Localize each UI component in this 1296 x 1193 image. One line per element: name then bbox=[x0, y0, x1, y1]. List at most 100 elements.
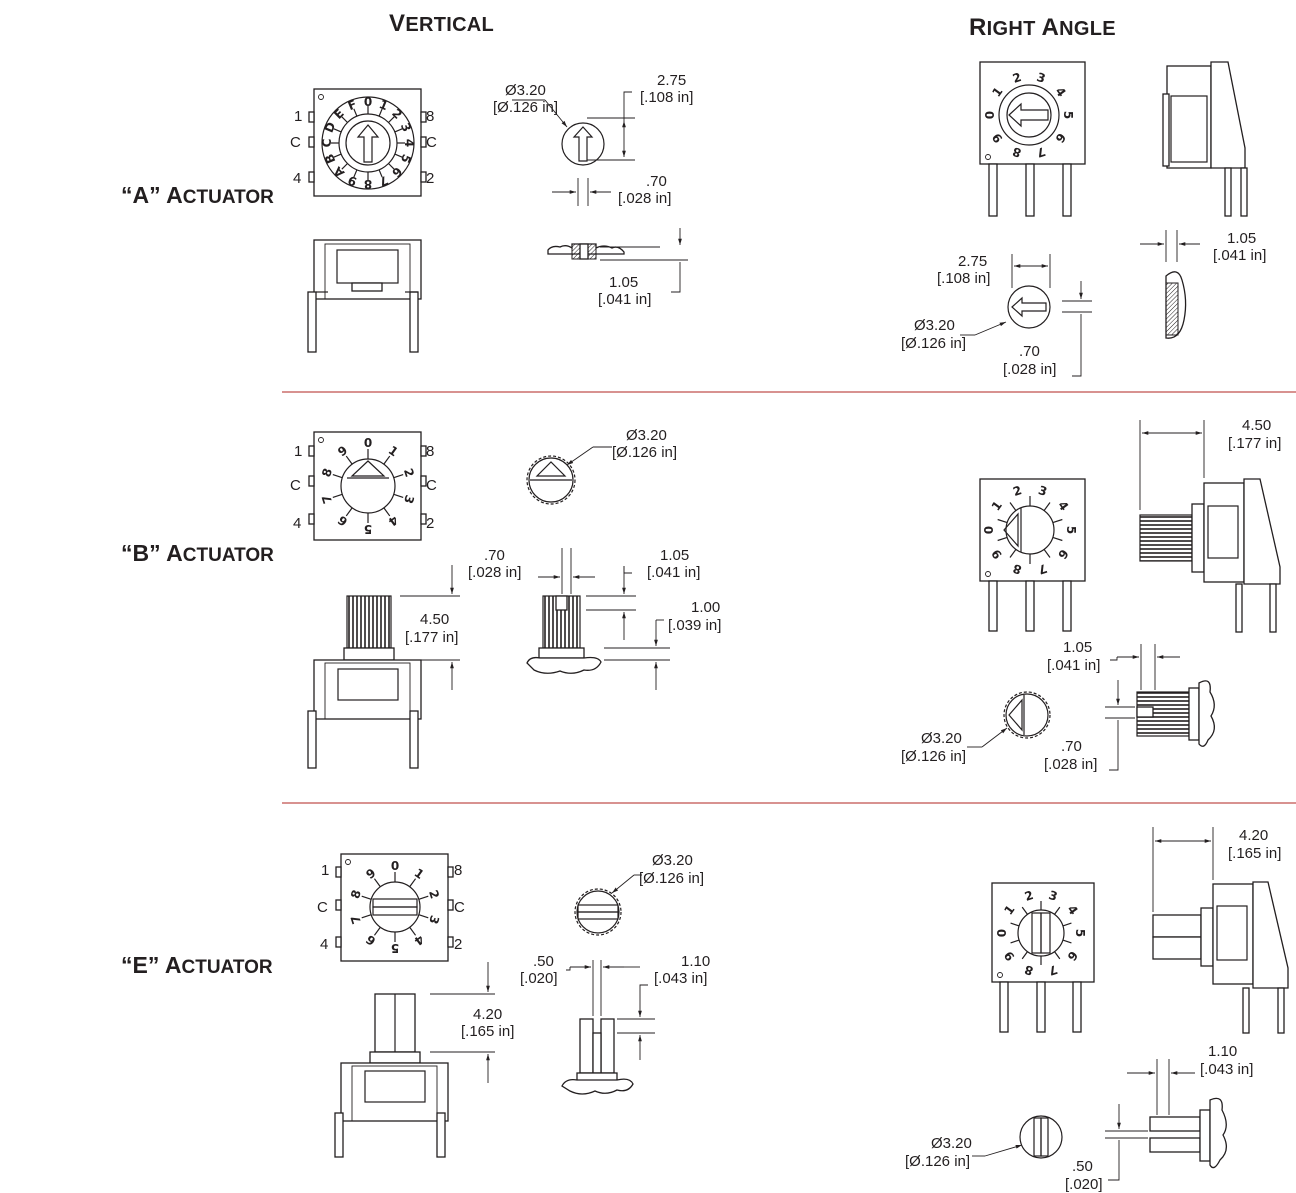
b-pin-label-1: 1 bbox=[294, 443, 302, 460]
e-r-110-label: 1.10 bbox=[1208, 1043, 1237, 1060]
b-v-450-in-label: [.177 in] bbox=[405, 629, 458, 646]
dial-tick bbox=[345, 455, 353, 465]
dial-digit: 0 bbox=[983, 111, 997, 119]
pin-label-c: C bbox=[290, 134, 301, 151]
e-pin-label-c: C bbox=[317, 899, 328, 916]
b-v-450-label: 4.50 bbox=[420, 611, 449, 628]
a-vertical-actuator-detail bbox=[512, 91, 688, 293]
dial-digit: 2 bbox=[1023, 888, 1035, 904]
dial-tick bbox=[418, 895, 429, 900]
b-v-105-in-label: [.041 in] bbox=[647, 564, 700, 581]
e-vertical-actuator-top-detail bbox=[574, 874, 642, 936]
b-vertical-actuator-top-detail bbox=[526, 446, 612, 505]
a-r-105-label: 1.05 bbox=[1227, 230, 1256, 247]
e-pin-label-1: 1 bbox=[321, 862, 329, 879]
dial-digit: 2 bbox=[401, 467, 417, 479]
dial-digit: 0 bbox=[391, 859, 399, 873]
dial-tick bbox=[1021, 906, 1028, 915]
dial-digit: 8 bbox=[364, 177, 372, 191]
dial-digit: 5 bbox=[391, 941, 399, 955]
dial-tick bbox=[1010, 939, 1020, 944]
b-r-105-in-label: [.041 in] bbox=[1047, 657, 1100, 674]
dial-digit: 3 bbox=[401, 493, 417, 505]
dial-tick bbox=[1052, 536, 1063, 542]
e-r-420-in-label: [.165 in] bbox=[1228, 845, 1281, 862]
e-v-050-label: .50 bbox=[533, 953, 554, 970]
dial-digit: 5 bbox=[1073, 929, 1087, 937]
a-r-275-in-label: [.108 in] bbox=[937, 270, 990, 287]
dial-digit: 8 bbox=[348, 888, 364, 900]
dial-tick bbox=[361, 914, 372, 919]
dial-digit: 2 bbox=[426, 888, 442, 900]
b-v-105-label: 1.05 bbox=[660, 547, 689, 564]
e-v-110-in-label: [.043 in] bbox=[654, 970, 707, 987]
e-v-420-label: 4.20 bbox=[473, 1006, 502, 1023]
a-r-105-in-label: [.041 in] bbox=[1213, 247, 1266, 264]
dial-tick bbox=[393, 473, 404, 479]
dial-digit: 3 bbox=[1037, 483, 1049, 499]
b-v-dia-in-label: [Ø.126 in] bbox=[612, 444, 677, 461]
a-v-dia-label: Ø3.20 bbox=[505, 82, 546, 99]
dial-tick bbox=[409, 878, 417, 888]
pin-label-c-right: C bbox=[426, 134, 437, 151]
a-v-105-in-label: [.041 in] bbox=[598, 291, 651, 308]
e-r-dia-label: Ø3.20 bbox=[931, 1135, 972, 1152]
a-r-275-label: 2.75 bbox=[958, 253, 987, 270]
row-label-a-actuator: “A” ACTUATOR bbox=[121, 182, 274, 208]
dial-tick bbox=[353, 108, 358, 117]
dial-digit: 8 bbox=[319, 467, 335, 479]
b-r-450-in-label: [.177 in] bbox=[1228, 435, 1281, 452]
dial-digit: 8 bbox=[1011, 144, 1023, 160]
dial-tick bbox=[332, 493, 343, 499]
b-r-450-label: 4.50 bbox=[1242, 417, 1271, 434]
dial-tick bbox=[341, 116, 348, 123]
e-vertical-actuator-side-detail bbox=[561, 960, 655, 1095]
dial-tick bbox=[1052, 518, 1063, 524]
pin-label-8: 8 bbox=[426, 108, 434, 125]
a-r-dia-in-label: [Ø.126 in] bbox=[901, 335, 966, 352]
dial-tick bbox=[383, 507, 391, 517]
b-vertical-side-view bbox=[307, 565, 460, 769]
a-v-275-label: 2.75 bbox=[657, 72, 686, 89]
dial-digit: 7 bbox=[348, 914, 364, 926]
dial-tick bbox=[394, 153, 403, 158]
dial-tick bbox=[394, 128, 403, 133]
dial-digit: 7 bbox=[1047, 962, 1059, 978]
dial-digit: 3 bbox=[1035, 70, 1047, 86]
e-r-420-label: 4.20 bbox=[1239, 827, 1268, 844]
a-v-070-in-label: [.028 in] bbox=[618, 190, 671, 207]
b-r-070-label: .70 bbox=[1061, 738, 1082, 755]
e-v-050-in-label: [.020] bbox=[520, 970, 558, 987]
dial-digit: 8 bbox=[1023, 962, 1035, 978]
dial-digit: 5 bbox=[1064, 526, 1078, 534]
dial-tick bbox=[1009, 549, 1017, 558]
dial-tick bbox=[333, 128, 342, 133]
dial-tick bbox=[332, 473, 343, 479]
dial-digit: 0 bbox=[364, 95, 372, 109]
b-pin-label-4: 4 bbox=[293, 515, 301, 532]
dial-digit: 2 bbox=[1011, 70, 1023, 86]
b-vertical-actuator-side-detail bbox=[526, 548, 670, 690]
dial-tick bbox=[383, 455, 391, 465]
e-r-050-in-label: [.020] bbox=[1065, 1176, 1103, 1193]
b-right-angle-actuator-detail bbox=[967, 644, 1215, 771]
dial-tick bbox=[373, 878, 381, 888]
dial-tick bbox=[1043, 549, 1051, 558]
dial-digit: 3 bbox=[1047, 888, 1059, 904]
dial-digit: 7 bbox=[319, 493, 335, 505]
b-right-angle-side-view bbox=[1139, 420, 1281, 633]
e-pin-label-4: 4 bbox=[320, 936, 328, 953]
e-r-050-label: .50 bbox=[1072, 1158, 1093, 1175]
dial-tick bbox=[1021, 951, 1028, 960]
dial-tick bbox=[373, 926, 381, 936]
dial-digit: 2 bbox=[1011, 483, 1023, 499]
pin-label-2: 2 bbox=[426, 170, 434, 187]
a-vertical-side-view bbox=[307, 239, 422, 353]
e-vertical-side-view bbox=[334, 962, 495, 1158]
a-r-070-label: .70 bbox=[1019, 343, 1040, 360]
pin-label-1: 1 bbox=[294, 108, 302, 125]
b-v-dia-label: Ø3.20 bbox=[626, 427, 667, 444]
e-r-dia-in-label: [Ø.126 in] bbox=[905, 1153, 970, 1170]
